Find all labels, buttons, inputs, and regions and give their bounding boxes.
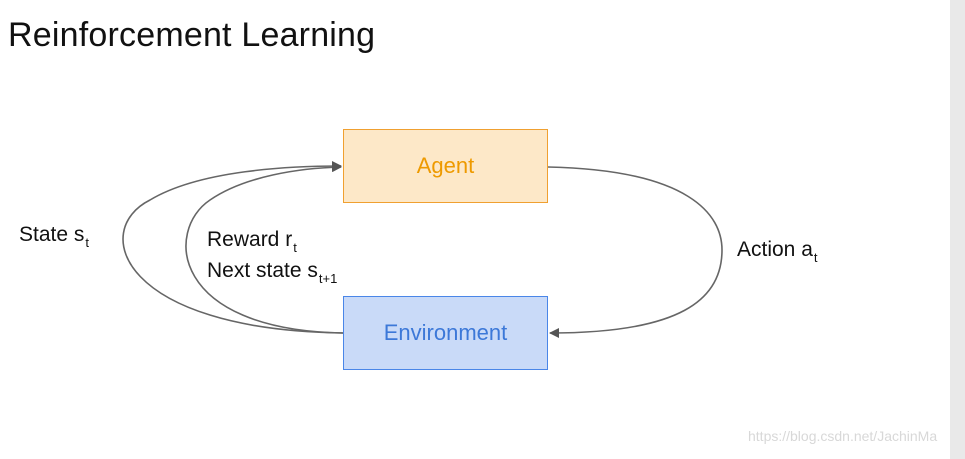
reward-label: Reward rt: [207, 228, 297, 255]
right-gray-strip: [950, 0, 965, 459]
watermark: https://blog.csdn.net/JachinMa: [748, 428, 938, 444]
state-arrow: [122, 161, 344, 334]
agent-label: Agent: [416, 153, 475, 178]
next-state-label: Next state st+1: [207, 259, 338, 286]
state-label: State st: [19, 223, 89, 250]
reward-arrow: [185, 162, 344, 334]
agent-node: Agent: [343, 129, 548, 203]
environment-label: Environment: [383, 320, 508, 345]
environment-node: Environment: [343, 296, 548, 370]
page-title: Reinforcement Learning: [8, 16, 376, 54]
action-arrow: [547, 166, 723, 338]
action-label: Action at: [737, 238, 818, 265]
